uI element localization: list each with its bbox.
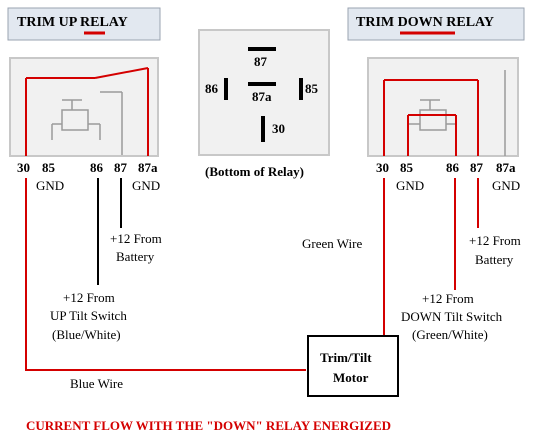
trim-up-gnd-85: GND	[36, 178, 64, 193]
trim-down-gnd-87a: GND	[492, 178, 520, 193]
trim-up-armature-contact	[94, 67, 149, 79]
trim-down-relay: TRIM DOWN RELAY 30 85 86 87 87a GND GND …	[347, 7, 525, 342]
trim-down-switch-label: +12 From	[422, 291, 474, 306]
pin-85-blade	[299, 78, 303, 100]
trim-down-switch-label-3: (Green/White)	[412, 327, 488, 342]
trim-up-battery-label: +12 From	[110, 231, 162, 246]
trim-down-relay-body	[367, 57, 519, 157]
green-wire	[310, 178, 385, 346]
trim-tilt-motor: Trim/Tilt Motor	[307, 335, 399, 397]
trim-up-switch-label-3: (Blue/White)	[52, 327, 121, 342]
bottom-pin-86: 86	[205, 81, 219, 96]
trim-up-title: TRIM UP RELAY	[17, 15, 128, 30]
trim-up-title-box	[7, 7, 161, 41]
trim-down-pin-85: 85	[400, 160, 414, 175]
trim-up-internals	[51, 91, 123, 155]
trim-up-switch-label-2: UP Tilt Switch	[50, 308, 127, 323]
relay-bottom-view: 87 86 87a 85 30 (Bottom of Relay)	[198, 29, 330, 179]
green-wire-label: Green Wire	[302, 236, 362, 251]
trim-up-pin-87a: 87a	[138, 160, 158, 175]
trim-down-gnd-85: GND	[396, 178, 424, 193]
bottom-view-caption: (Bottom of Relay)	[205, 164, 304, 179]
pin-87-blade	[248, 47, 276, 51]
pin-87a-blade	[248, 82, 276, 86]
trim-up-gnd-87a: GND	[132, 178, 160, 193]
trim-down-title: TRIM DOWN RELAY	[356, 15, 494, 30]
trim-up-pin-87: 87	[114, 160, 128, 175]
trim-down-pin-87a: 87a	[496, 160, 516, 175]
trim-up-switch-label: +12 From	[63, 290, 115, 305]
trim-down-internals	[408, 70, 506, 156]
bottom-pin-85: 85	[305, 81, 319, 96]
trim-down-pin-87: 87	[470, 160, 484, 175]
trim-down-pin-30: 30	[376, 160, 389, 175]
bottom-pin-30: 30	[272, 121, 285, 136]
trim-down-title-box	[347, 7, 525, 41]
trim-up-pin-86: 86	[90, 160, 104, 175]
trim-up-battery-label-2: Battery	[116, 249, 155, 264]
diagram-caption: CURRENT FLOW WITH THE "DOWN" RELAY ENERG…	[26, 418, 391, 433]
motor-label-2: Motor	[333, 370, 369, 385]
motor-label: Trim/Tilt	[320, 350, 372, 365]
bottom-pin-87a: 87a	[252, 89, 272, 104]
bottom-pin-87: 87	[254, 54, 268, 69]
trim-up-pin-85: 85	[42, 160, 56, 175]
trim-up-pin-30: 30	[17, 160, 30, 175]
trim-down-battery-label: +12 From	[469, 233, 521, 248]
pin-86-blade	[224, 78, 228, 100]
motor-box	[307, 335, 399, 397]
trim-down-switch-label-2: DOWN Tilt Switch	[401, 309, 503, 324]
trim-down-battery-label-2: Battery	[475, 252, 514, 267]
blue-wire	[25, 178, 306, 371]
pin-30-blade	[261, 116, 265, 142]
trim-up-relay-body	[9, 57, 159, 157]
trim-down-pin-86: 86	[446, 160, 460, 175]
blue-wire-label: Blue Wire	[70, 376, 123, 391]
trim-up-relay: TRIM UP RELAY 30 85 86 87 87a GND GND	[7, 7, 162, 342]
